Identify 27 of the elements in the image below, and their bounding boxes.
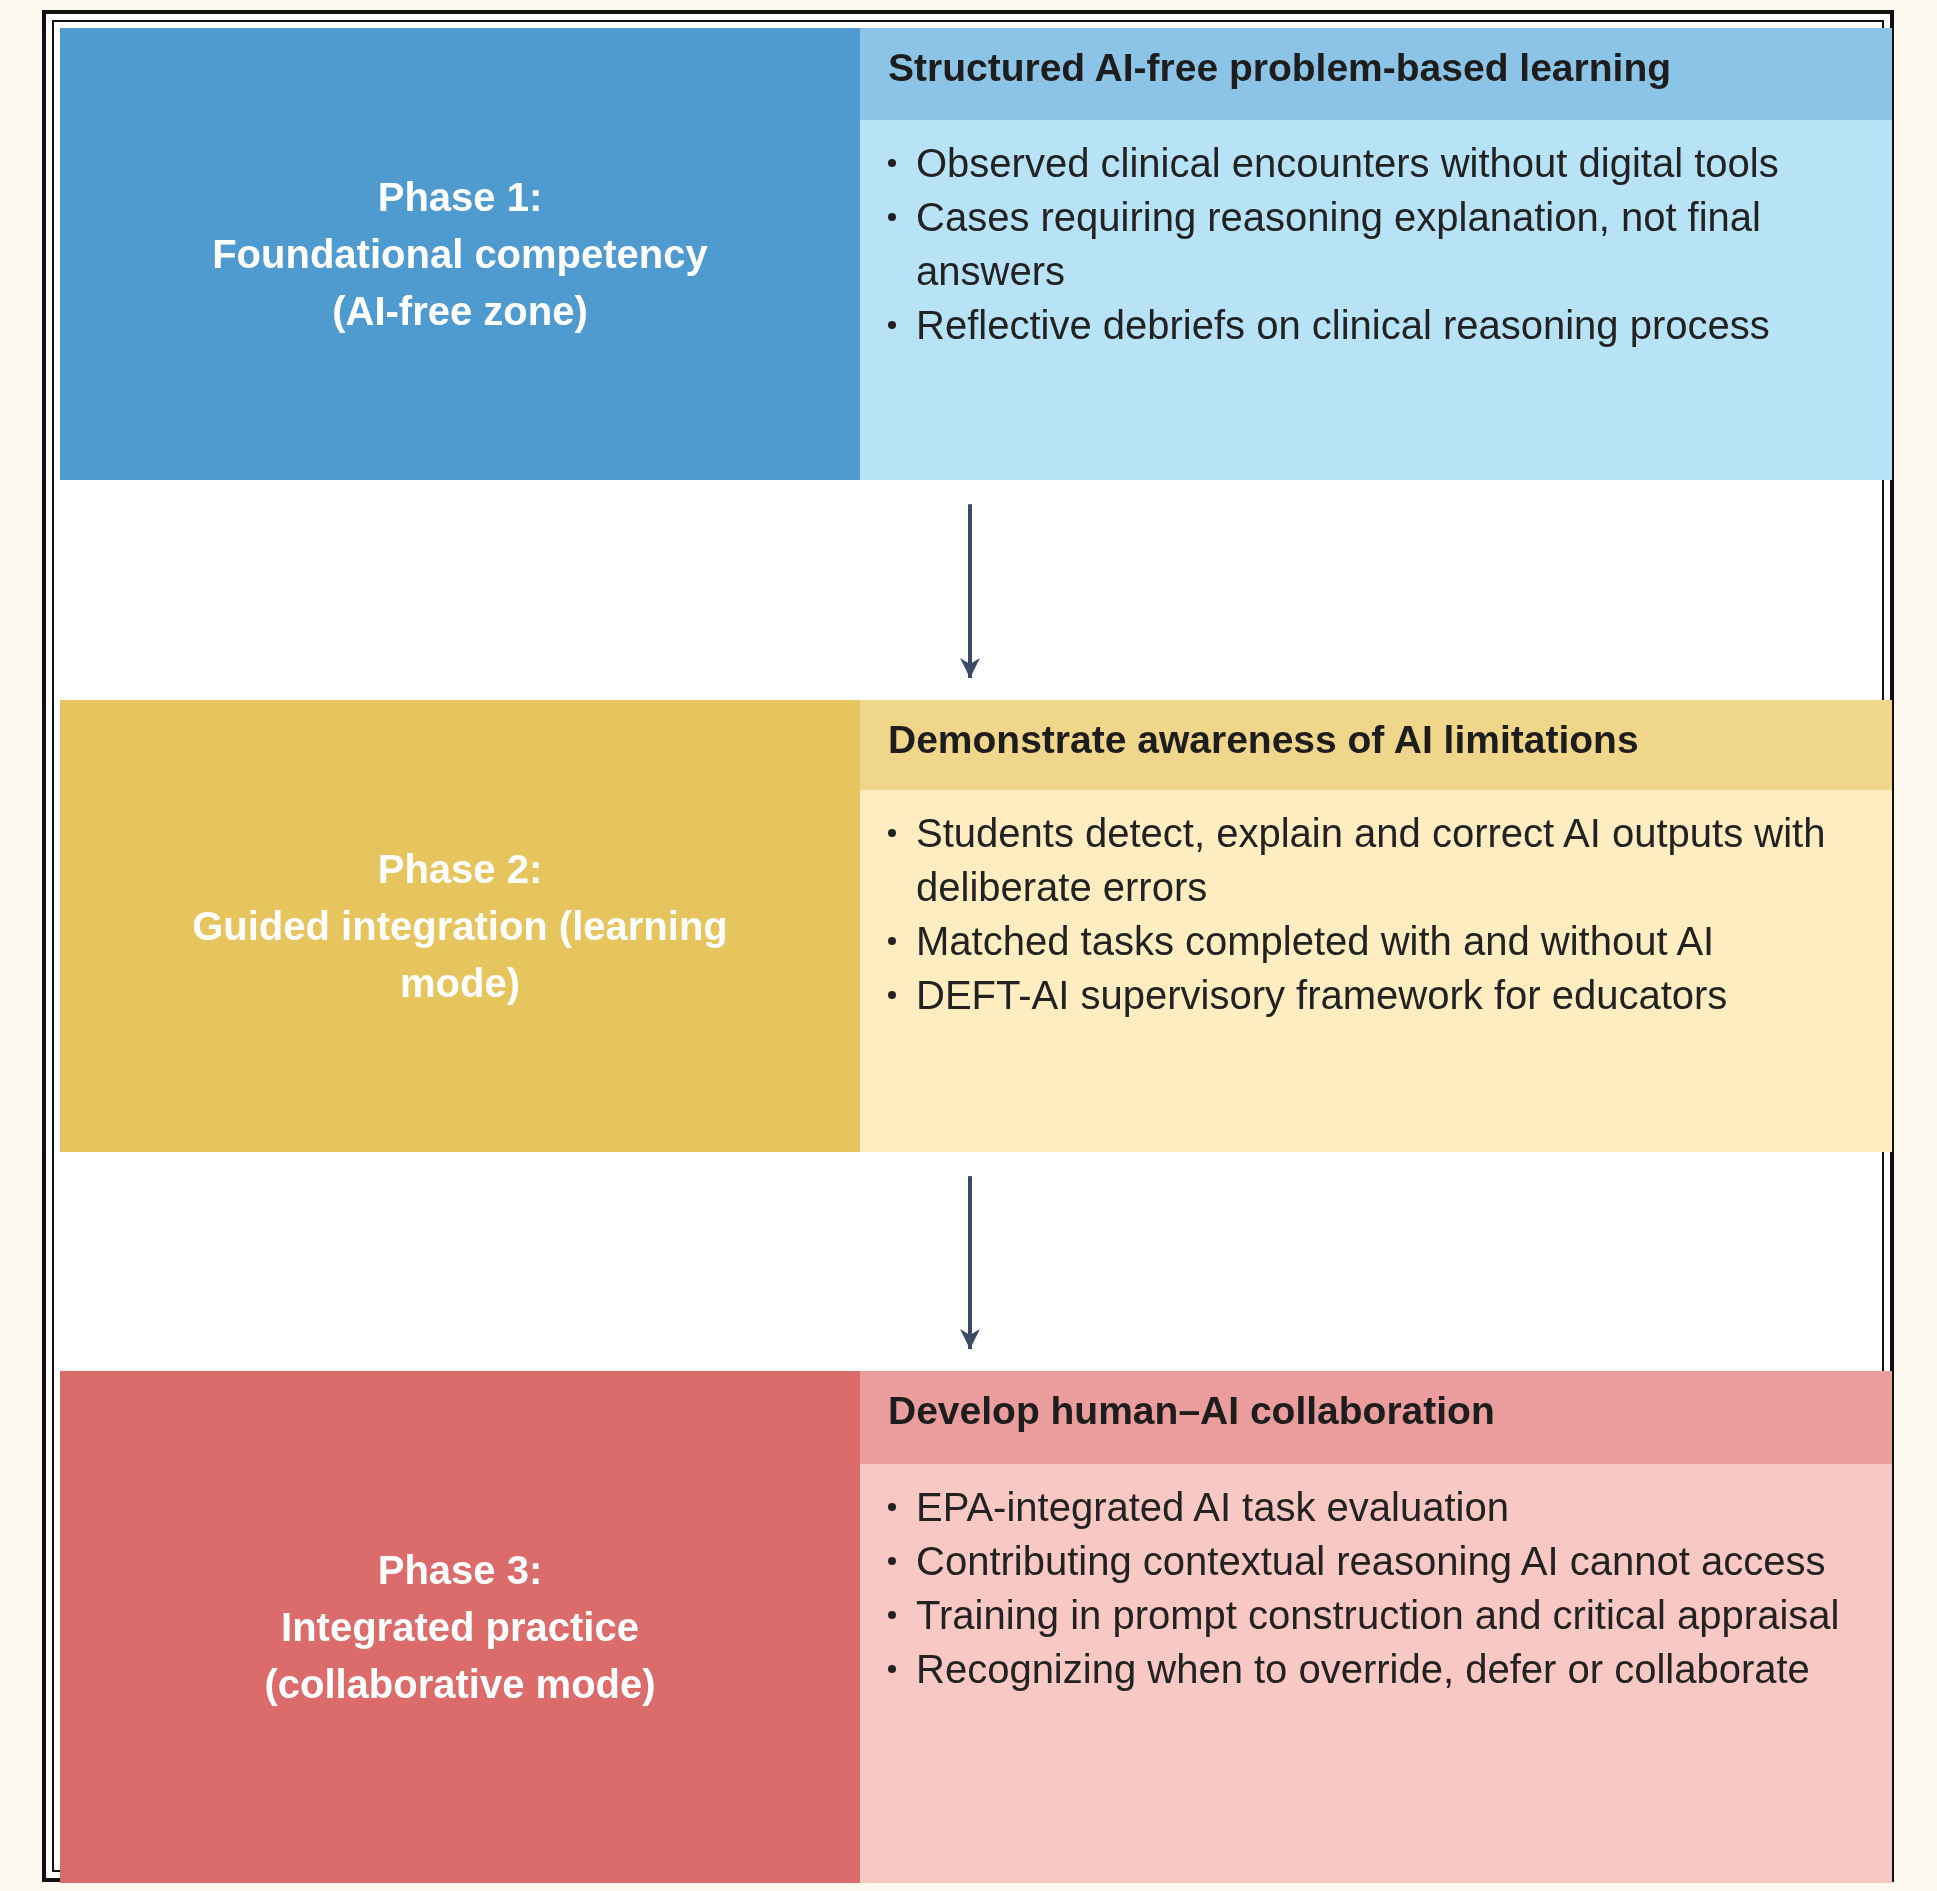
bullet-text: Training in prompt construction and critical appraisal (916, 1593, 1840, 1637)
phase-box (60, 1371, 860, 1883)
section-heading: Demonstrate awareness of AI limitations (860, 700, 1892, 790)
phase-title: Guided integration (learning mode) (191, 902, 729, 1007)
phase-title: Foundational competency (AI-free zone) (211, 230, 709, 335)
phase-number: Phase 3: (377, 1546, 543, 1594)
phase-title: Integrated practice (collaborative mode) (263, 1603, 657, 1708)
bullet-text: Reflective debriefs on clinical reasoning process (916, 303, 1770, 347)
arrow (960, 1176, 980, 1350)
bullet-panel (860, 790, 1892, 1152)
bullet-text: Cases requiring reasoning explanation, not final answers (916, 195, 1761, 293)
section-heading: Develop human–AI collaboration (860, 1371, 1892, 1464)
bullet-text: Observed clinical encounters without digital tools (916, 141, 1779, 185)
bullet-text: Contributing contextual reasoning AI cannot access (916, 1539, 1826, 1583)
phase-number: Phase 2: (377, 845, 543, 893)
phase-box (60, 28, 860, 480)
arrow (960, 504, 980, 678)
phase-box (60, 700, 860, 1152)
bullet-panel (860, 1464, 1892, 1883)
bullet-text: Recognizing when to override, defer or collaborate (916, 1647, 1810, 1691)
bullet-text: Matched tasks completed with and without AI (916, 919, 1715, 963)
bullet-text: Students detect, explain and correct AI outputs with deliberate errors (916, 811, 1826, 909)
bullet-text: DEFT-AI supervisory framework for educators (916, 973, 1728, 1017)
bullet-panel (860, 120, 1892, 480)
section-heading: Structured AI-free problem-based learning (860, 28, 1892, 120)
bullet-text: EPA-integrated AI task evaluation (916, 1485, 1509, 1529)
phase-number: Phase 1: (377, 173, 543, 221)
